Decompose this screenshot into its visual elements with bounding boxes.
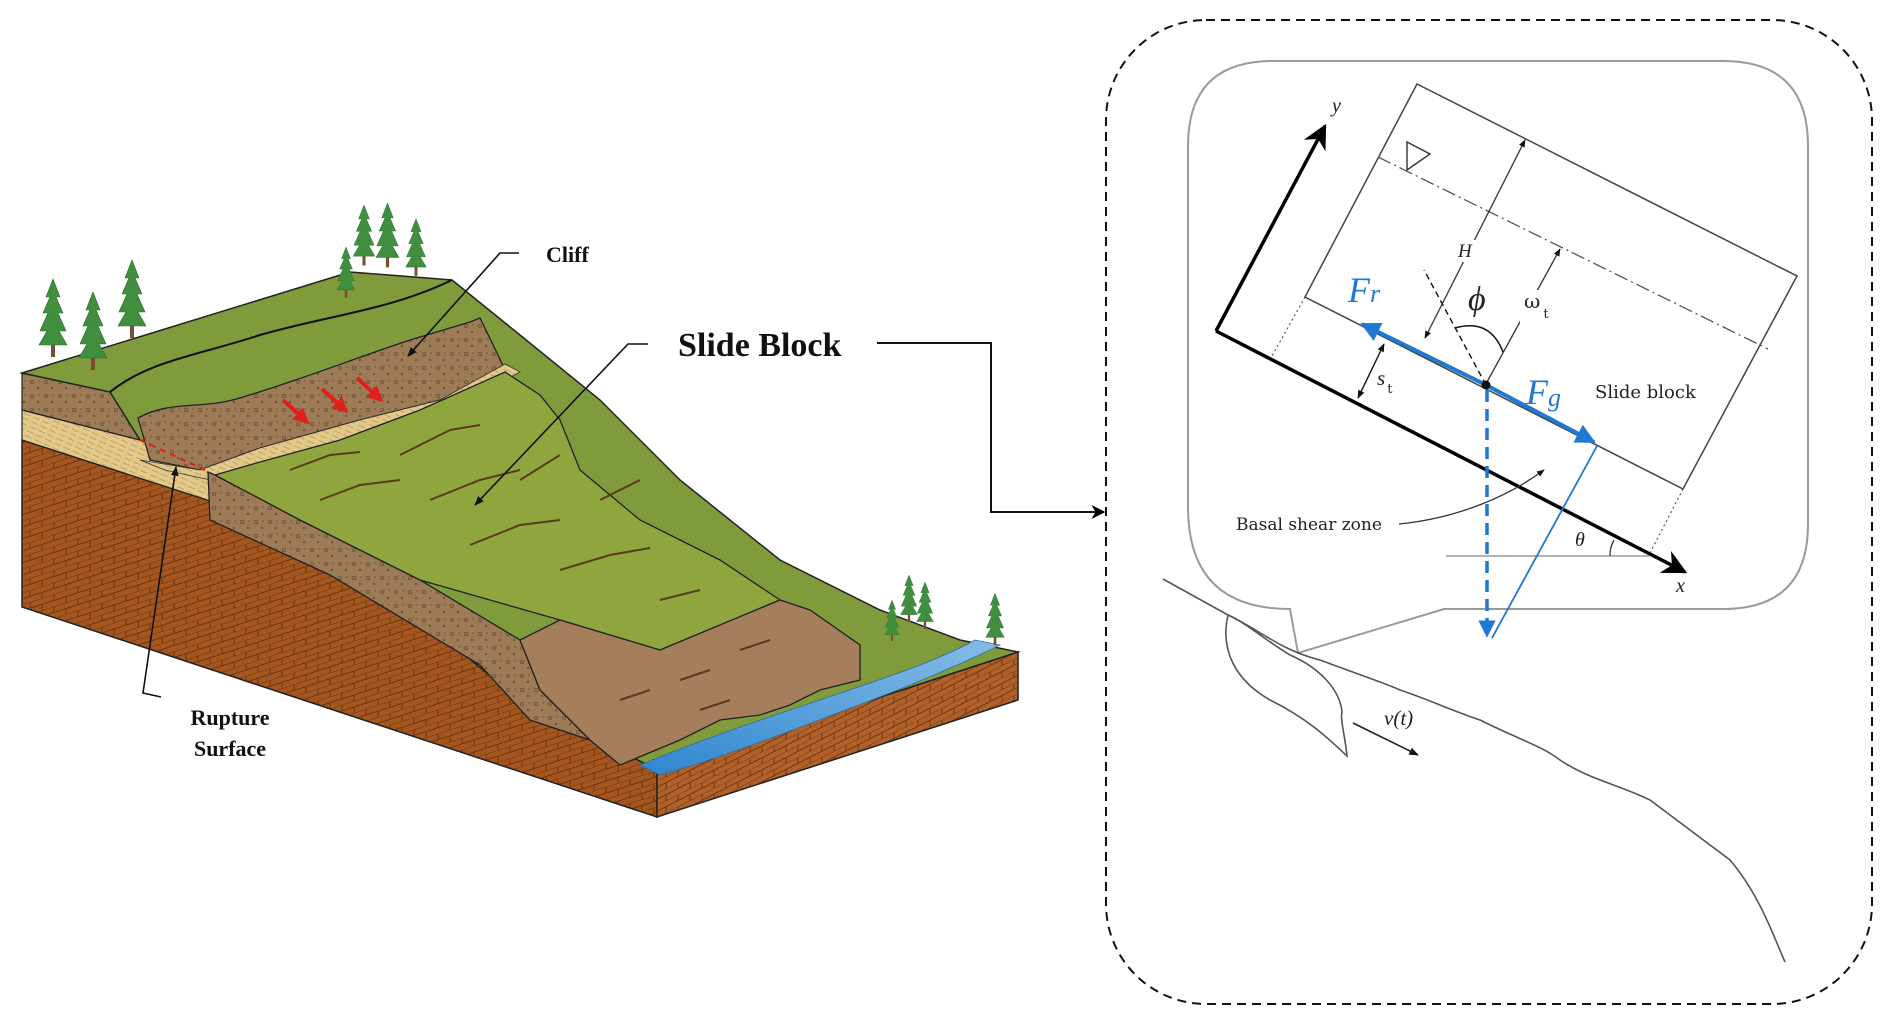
y-axis-label: y: [1330, 95, 1341, 117]
slide-block-label: Slide Block: [678, 327, 842, 364]
velocity-label: v(t): [1384, 706, 1413, 730]
slide-block-toe: [519, 599, 861, 766]
resisting-force-arrow: [1360, 322, 1487, 387]
zoom-connector-arrow: [877, 342, 1106, 519]
tree-icon: [916, 581, 934, 630]
block-dotted-left: [1271, 296, 1306, 357]
tree-icon: [375, 203, 400, 268]
tree-icon: [352, 205, 376, 266]
terrain-profile: [1162, 578, 1786, 963]
rupture-leader-line: [142, 466, 179, 698]
callout-bubble: [1187, 60, 1809, 655]
theta-arc: [1609, 539, 1615, 557]
plateau-ridge-line: [109, 279, 453, 393]
weight-component-line: [1491, 445, 1598, 639]
tree-icon: [38, 278, 68, 358]
phi-label: ϕ: [1468, 281, 1486, 318]
x-axis-label: x: [1675, 575, 1685, 597]
tree-icon: [900, 574, 918, 623]
tree-icon: [117, 259, 147, 339]
motion-arrow-1: [281, 398, 310, 425]
center-of-mass: [1481, 380, 1491, 390]
motion-arrow-3: [355, 376, 384, 403]
cliff-scarp: [137, 317, 511, 471]
h-label: H: [1457, 241, 1473, 262]
y-axis: [1214, 123, 1327, 332]
rupture-dash: [139, 439, 206, 471]
fr-label: Fr: [1347, 270, 1381, 310]
motion-arrows: [281, 376, 384, 425]
slide-block-annotation: Slide block: [1595, 382, 1697, 403]
slide-block-cracks: [289, 424, 771, 711]
h-dimension-arrow: [1424, 139, 1526, 339]
theta-label: θ: [1575, 529, 1585, 551]
x-axis: [1215, 329, 1688, 574]
zoom-frame: [1105, 19, 1873, 1005]
gravity-force-arrow: [1485, 383, 1596, 444]
slide-mass-outline: [1225, 613, 1348, 759]
motion-arrow-2: [320, 387, 349, 414]
water-table-icon: [1406, 140, 1432, 172]
block-dotted-right: [1649, 488, 1684, 554]
st-dimension-arrow: [1357, 343, 1385, 399]
slide-block-outline: [1303, 82, 1799, 491]
fg-label: Fg: [1525, 372, 1561, 412]
river: [639, 639, 1002, 776]
landslide-block-diagram: Cliff Slide Block Rupture Surface: [19, 203, 1021, 819]
tree-icon: [405, 218, 427, 277]
basal-shear-zone-label: Basal shear zone: [1236, 515, 1382, 535]
rupture-surface-label-line2: Surface: [194, 736, 266, 761]
cliff-leader-line: [407, 252, 519, 357]
rupture-surface-label-line1: Rupture: [190, 705, 269, 730]
basal-shear-leader: [1398, 469, 1545, 525]
cliff-label: Cliff: [546, 242, 589, 267]
phi-arc: [1454, 324, 1504, 353]
tree-icon: [985, 593, 1005, 646]
slide-block-leader-line: [474, 343, 648, 506]
velocity-arrow: [1352, 722, 1419, 756]
tree-icon: [78, 292, 108, 371]
omega-label: ωt: [1524, 289, 1549, 322]
